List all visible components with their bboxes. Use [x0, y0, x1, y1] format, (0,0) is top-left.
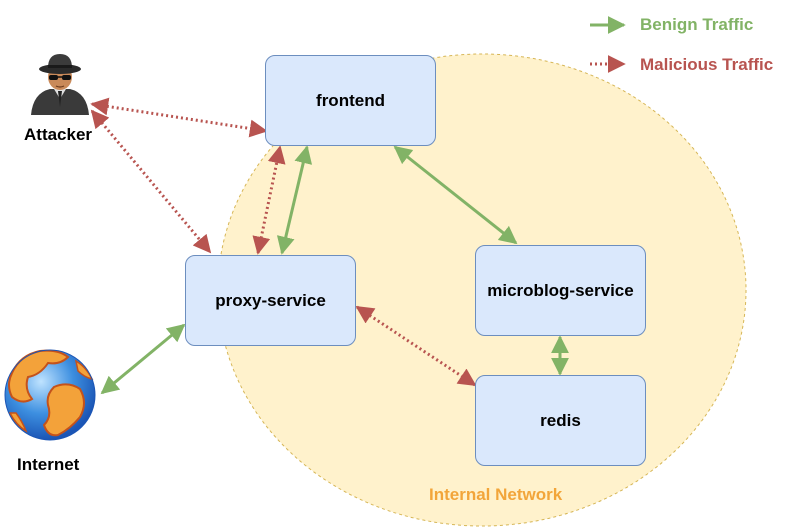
microblog-service-node-label: microblog-service	[487, 280, 634, 300]
legend-malicious-label: Malicious Traffic	[640, 55, 774, 74]
edge-proxy-frontend-malicious	[252, 145, 286, 255]
microblog-service-node[interactable]: microblog-service	[475, 245, 646, 336]
edge-attacker-proxy	[90, 109, 212, 254]
edge-internet-proxy	[100, 323, 186, 395]
proxy-service-node[interactable]: proxy-service	[185, 255, 356, 346]
proxy-service-node-label: proxy-service	[215, 290, 326, 310]
redis-node[interactable]: redis	[475, 375, 646, 466]
attacker-label: Attacker	[24, 125, 93, 144]
edge-proxy-redis	[355, 305, 477, 387]
frontend-node-label: frontend	[316, 90, 385, 110]
globe-icon	[4, 349, 96, 441]
edge-proxy-frontend-benign	[276, 145, 313, 255]
internal-network-label: Internal Network	[429, 485, 563, 504]
frontend-node[interactable]: frontend	[265, 55, 436, 146]
internet-label: Internet	[17, 455, 80, 474]
edge-attacker-frontend	[90, 97, 268, 138]
legend-benign-label: Benign Traffic	[640, 15, 754, 34]
redis-node-label: redis	[540, 410, 581, 430]
edge-frontend-microblog	[393, 145, 518, 245]
spy-icon	[31, 54, 89, 115]
